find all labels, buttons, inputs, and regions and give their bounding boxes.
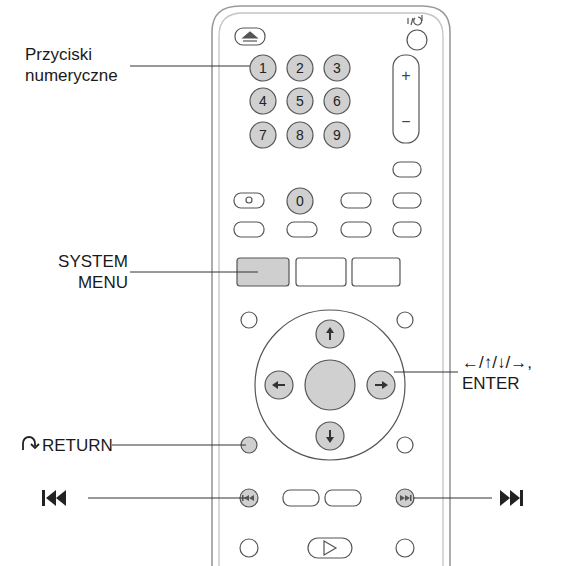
button-digit: 6 xyxy=(333,93,341,109)
button-digit: 3 xyxy=(333,60,341,76)
callout-label: Przyciski numeryczne xyxy=(25,44,131,86)
button-digit: 7 xyxy=(259,127,267,143)
button-digit: 9 xyxy=(333,127,341,143)
callout-label: ←/↑/↓/→, ENTER xyxy=(462,352,562,394)
button-digit: 8 xyxy=(296,127,304,143)
button-digit: 2 xyxy=(296,60,304,76)
button-digit: 4 xyxy=(259,93,267,109)
button-digit: 0 xyxy=(296,193,304,209)
callout-label: SYSTEM MENU xyxy=(58,251,128,293)
volume-sign: + xyxy=(401,68,410,84)
button-digit: 1 xyxy=(259,60,267,76)
button-digit: 5 xyxy=(296,93,304,109)
volume-sign: − xyxy=(401,114,410,130)
callout-label: RETURN xyxy=(42,435,122,456)
